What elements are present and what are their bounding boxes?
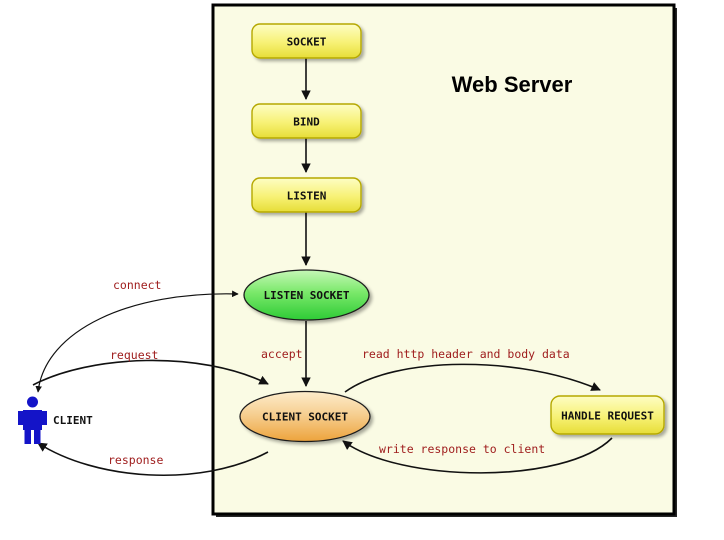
handle-request-label: HANDLE REQUEST: [561, 410, 654, 423]
handle-request-box[interactable]: [550, 395, 665, 435]
node-listen[interactable]: [251, 177, 362, 213]
client-body-icon: [23, 410, 42, 430]
edge-request: [32, 359, 269, 386]
client-leg-right-icon: [34, 428, 41, 444]
handler-edges: [342, 363, 613, 474]
edge-response: [37, 442, 269, 477]
edge-label-request: request: [110, 348, 158, 362]
bind-label: BIND: [293, 116, 320, 129]
node-client-socket[interactable]: [239, 390, 371, 443]
client-leg-left-icon: [24, 428, 31, 444]
client-head-icon: [27, 396, 38, 408]
node-socket[interactable]: [251, 23, 362, 59]
edge-connect: [35, 290, 239, 393]
socket-label: SOCKET: [287, 36, 327, 49]
bind-box[interactable]: [251, 103, 362, 139]
client-arm-left-icon: [18, 411, 23, 425]
listen-socket-ellipse[interactable]: [243, 269, 370, 321]
client-actor[interactable]: [18, 396, 47, 445]
node-bind[interactable]: [251, 103, 362, 139]
edge-label-write: write response to client: [379, 442, 545, 456]
client-socket-ellipse[interactable]: [239, 390, 371, 443]
client-arm-right-icon: [42, 411, 47, 425]
socket-box[interactable]: [251, 23, 362, 59]
edge-label-read: read http header and body data: [362, 347, 570, 361]
edge-label-accept: accept: [261, 347, 303, 361]
client-server-edges: [32, 290, 269, 477]
client-label: CLIENT: [53, 414, 93, 427]
listen-box[interactable]: [251, 177, 362, 213]
web-server-title: Web Server: [452, 72, 573, 97]
node-handle-request[interactable]: [550, 395, 665, 435]
listen-label: LISTEN: [287, 190, 327, 203]
edge-label-response: response: [108, 453, 163, 467]
listen-socket-label: LISTEN SOCKET: [263, 289, 349, 302]
edge-read-request: [344, 363, 601, 393]
edge-label-connect: connect: [113, 278, 161, 292]
edge-write-response: [342, 437, 613, 474]
client-socket-label: CLIENT SOCKET: [262, 411, 348, 424]
node-listen-socket[interactable]: [243, 269, 370, 321]
